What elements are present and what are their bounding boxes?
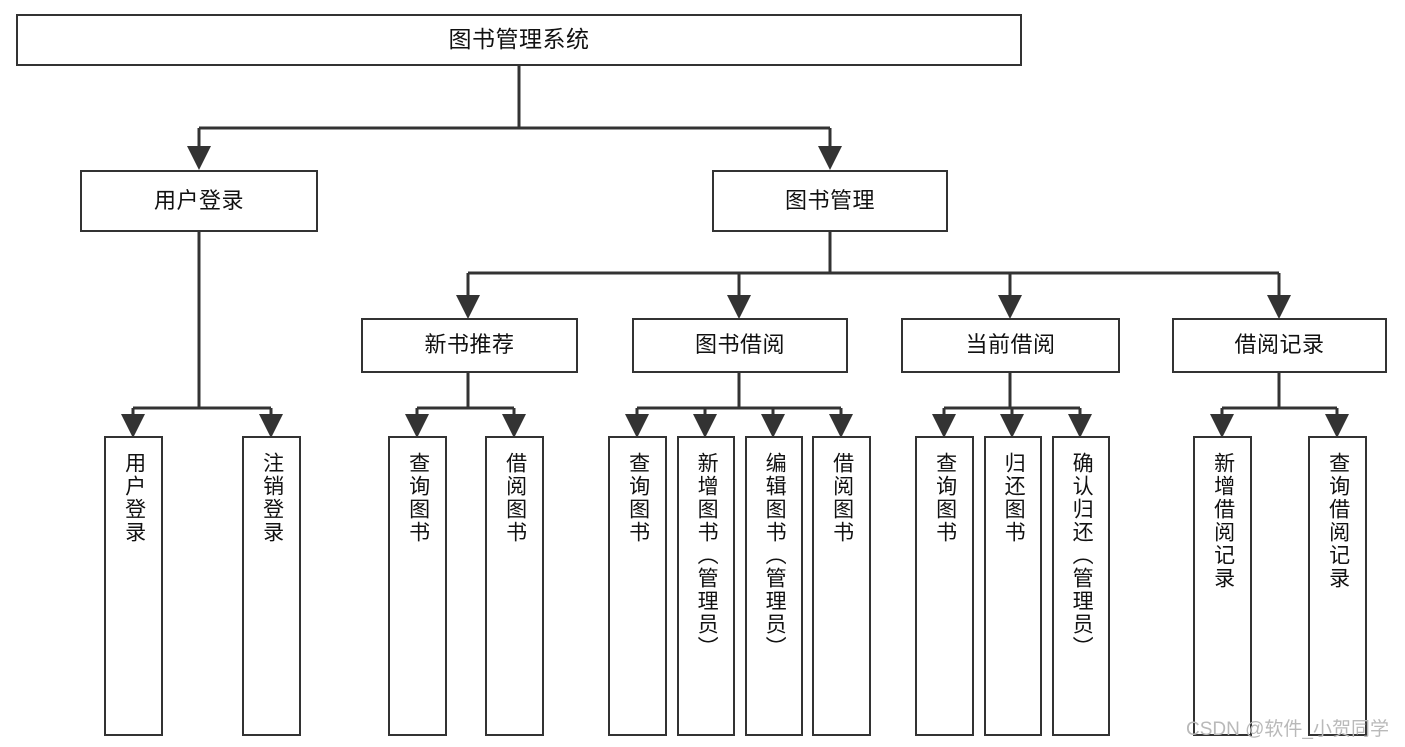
node-label: 借阅图书 (503, 452, 527, 544)
leaf-record-add-record[interactable]: 新增借阅记录 (1193, 436, 1252, 736)
node-label: 查询图书 (933, 452, 957, 544)
node-current-borrow[interactable]: 当前借阅 (901, 318, 1120, 373)
leaf-recommend-borrow-book[interactable]: 借阅图书 (485, 436, 544, 736)
node-label: 用户登录 (153, 187, 244, 213)
node-label: 用户登录 (122, 452, 146, 544)
node-label: 当前借阅 (965, 332, 1056, 358)
leaf-user-login-logout[interactable]: 注销登录 (242, 436, 301, 736)
node-label: 借阅图书 (830, 452, 854, 544)
node-book-management[interactable]: 图书管理 (712, 170, 948, 232)
node-label: 注销登录 (260, 452, 284, 544)
node-label: 图书管理系统 (448, 26, 590, 53)
node-label: 借阅记录 (1234, 332, 1325, 358)
node-label: 新增借阅记录 (1211, 452, 1235, 590)
node-label: 查询图书 (406, 452, 430, 544)
leaf-borrow-query-book[interactable]: 查询图书 (608, 436, 667, 736)
node-label: 确认归还（管理员） (1070, 452, 1094, 659)
leaf-record-query-record[interactable]: 查询借阅记录 (1308, 436, 1367, 736)
leaf-current-confirm-return-admin[interactable]: 确认归还（管理员） (1052, 436, 1110, 736)
node-label: 新增图书（管理员） (695, 452, 719, 659)
node-root-system[interactable]: 图书管理系统 (16, 14, 1022, 66)
leaf-borrow-borrow-book[interactable]: 借阅图书 (812, 436, 871, 736)
leaf-borrow-edit-book-admin[interactable]: 编辑图书（管理员） (745, 436, 803, 736)
csdn-watermark: CSDN @软件_小贺同学 (1186, 719, 1389, 740)
node-borrow-record[interactable]: 借阅记录 (1172, 318, 1387, 373)
node-label: 查询借阅记录 (1326, 452, 1350, 590)
leaf-current-return-book[interactable]: 归还图书 (984, 436, 1042, 736)
leaf-recommend-query-book[interactable]: 查询图书 (388, 436, 447, 736)
node-label: 图书借阅 (694, 332, 785, 358)
node-label: 查询图书 (626, 452, 650, 544)
leaf-borrow-add-book-admin[interactable]: 新增图书（管理员） (677, 436, 735, 736)
node-new-book-recommend[interactable]: 新书推荐 (361, 318, 578, 373)
node-book-borrow[interactable]: 图书借阅 (632, 318, 848, 373)
node-label: 编辑图书（管理员） (763, 452, 787, 659)
node-label: 图书管理 (784, 187, 875, 213)
node-label: 归还图书 (1002, 452, 1026, 544)
node-label: 新书推荐 (424, 332, 515, 358)
leaf-current-query-book[interactable]: 查询图书 (915, 436, 974, 736)
leaf-user-login-login[interactable]: 用户登录 (104, 436, 163, 736)
node-user-login[interactable]: 用户登录 (80, 170, 318, 232)
